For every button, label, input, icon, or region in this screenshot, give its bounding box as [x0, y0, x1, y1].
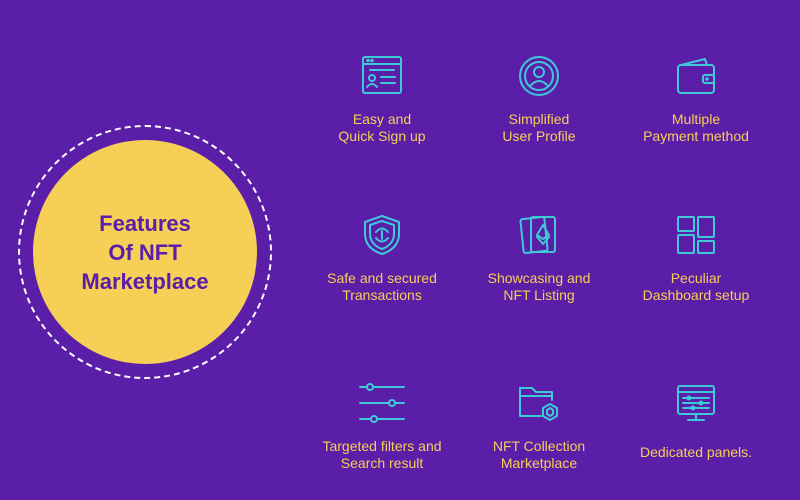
- feature-label: Simplified User Profile: [502, 111, 576, 144]
- feature-user-profile: Simplified User Profile: [459, 55, 619, 145]
- feature-transactions: Safe and secured Transactions: [302, 214, 462, 304]
- center-title-line-1: Features: [99, 210, 191, 236]
- feature-signup: Easy and Quick Sign up: [302, 55, 462, 145]
- feature-label: Targeted filters and Search result: [322, 438, 442, 471]
- center-title-line-2: Of NFT: [108, 239, 182, 265]
- feature-label: Safe and secured Transactions: [327, 270, 437, 303]
- filter-sliders-icon: [359, 383, 405, 423]
- center-title-line-3: Marketplace: [81, 268, 209, 294]
- control-panel-icon: [677, 385, 715, 421]
- feature-panels: Dedicated panels.: [616, 382, 776, 461]
- center-circle: Features Of NFT Marketplace: [33, 140, 257, 364]
- ethereum-card-icon: [519, 216, 556, 254]
- dashboard-grid-icon: [677, 216, 715, 254]
- feature-label: Easy and Quick Sign up: [338, 111, 426, 144]
- feature-label: Peculiar Dashboard setup: [642, 270, 750, 303]
- feature-payment: Multiple Payment method: [616, 55, 776, 145]
- signup-form-icon: [362, 56, 402, 94]
- wallet-icon: [677, 58, 715, 94]
- feature-filters: Targeted filters and Search result: [302, 382, 462, 472]
- shield-exchange-icon: [364, 215, 400, 255]
- feature-nft-listing: Showcasing and NFT Listing: [459, 214, 619, 304]
- feature-dashboard: Peculiar Dashboard setup: [616, 214, 776, 304]
- user-profile-icon: [519, 56, 559, 96]
- folder-hexagon-icon: [519, 387, 558, 421]
- dashed-ring: [18, 125, 272, 379]
- feature-label: Showcasing and NFT Listing: [487, 270, 591, 303]
- feature-label: NFT Collection Marketplace: [492, 438, 586, 471]
- feature-label: Multiple Payment method: [643, 111, 749, 144]
- feature-label: Dedicated panels.: [639, 444, 753, 460]
- feature-nft-collection: NFT Collection Marketplace: [459, 382, 619, 472]
